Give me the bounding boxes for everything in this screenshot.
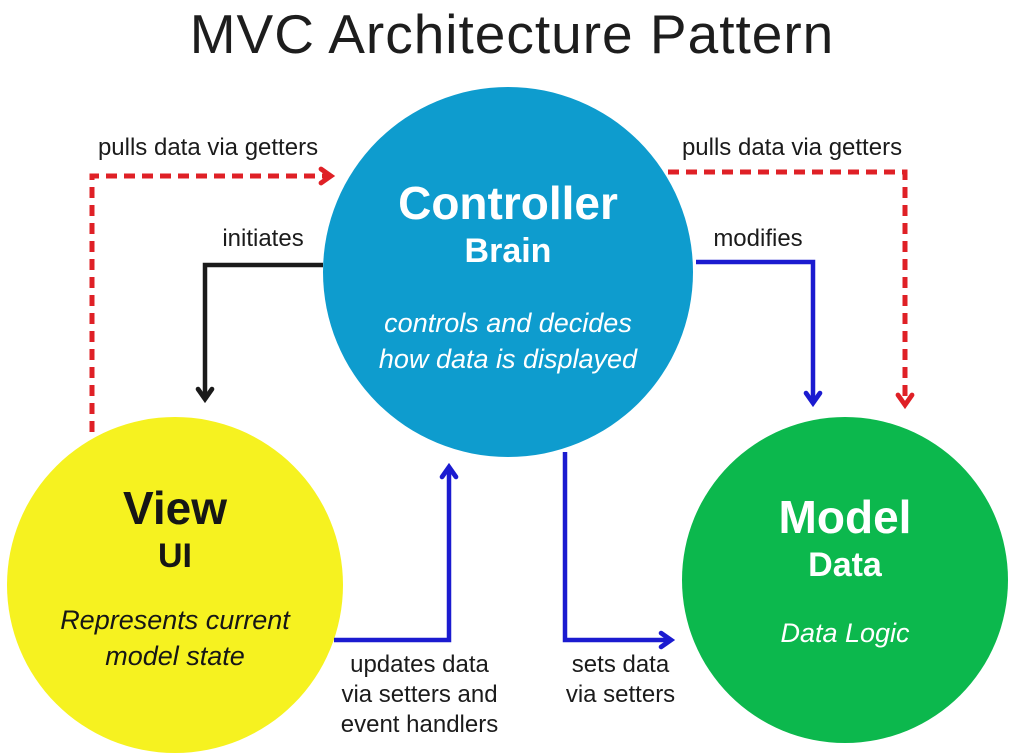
view-node: View UI Represents current model state: [15, 483, 335, 674]
sets-arrow: [562, 452, 676, 650]
controller-description: controls and decides how data is display…: [378, 307, 638, 374]
model-name: Model: [778, 491, 912, 543]
view-name: View: [123, 482, 227, 534]
model-circle: [682, 417, 1008, 743]
modifies-arrow: [696, 259, 823, 408]
model-node: Model Data Data Logic: [685, 492, 1005, 652]
page-title: MVC Architecture Pattern: [189, 3, 835, 65]
modifies-label: modifies: [713, 225, 803, 252]
pull-right-arrow: [668, 169, 915, 410]
initiates-label: initiates: [222, 225, 304, 252]
controller-role: Brain: [464, 231, 552, 270]
sets-label: sets data via setters: [565, 651, 676, 709]
model-description: Data Logic: [780, 617, 910, 648]
updates-arrow: [334, 462, 459, 643]
controller-name: Controller: [398, 177, 618, 229]
pull-right-label: pulls data via getters: [681, 134, 903, 161]
view-circle: [7, 417, 343, 753]
view-description: Represents current model state: [60, 604, 290, 671]
model-role: Data: [808, 545, 882, 584]
initiates-arrow: [195, 262, 323, 404]
pull-left-label: pulls data via getters: [97, 134, 319, 161]
updates-label: updates data via setters and event handl…: [340, 651, 499, 739]
pull-left-arrow: [89, 166, 336, 432]
view-role: UI: [158, 536, 192, 575]
controller-node: Controller Brain controls and decides ho…: [338, 178, 678, 377]
controller-circle: [323, 87, 693, 457]
